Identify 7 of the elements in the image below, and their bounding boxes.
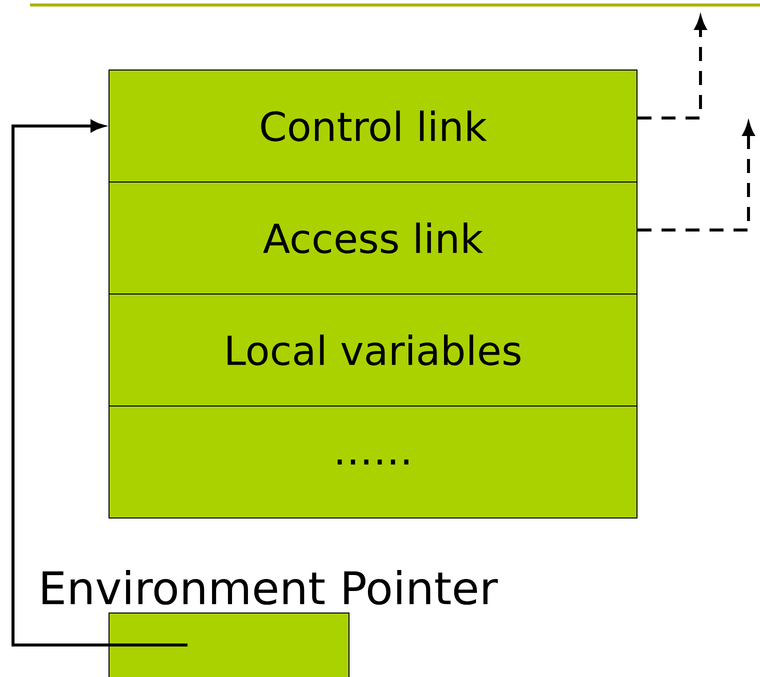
stack-cell: Control link [108, 70, 638, 182]
arrow [12, 120, 188, 646]
pointer-label: Environment Pointer [42, 570, 498, 605]
stack-cell: Access link [108, 182, 638, 294]
stack-cell: Local variables [108, 294, 638, 406]
pointer-box [108, 612, 350, 677]
stack-cell: …… [108, 406, 638, 518]
